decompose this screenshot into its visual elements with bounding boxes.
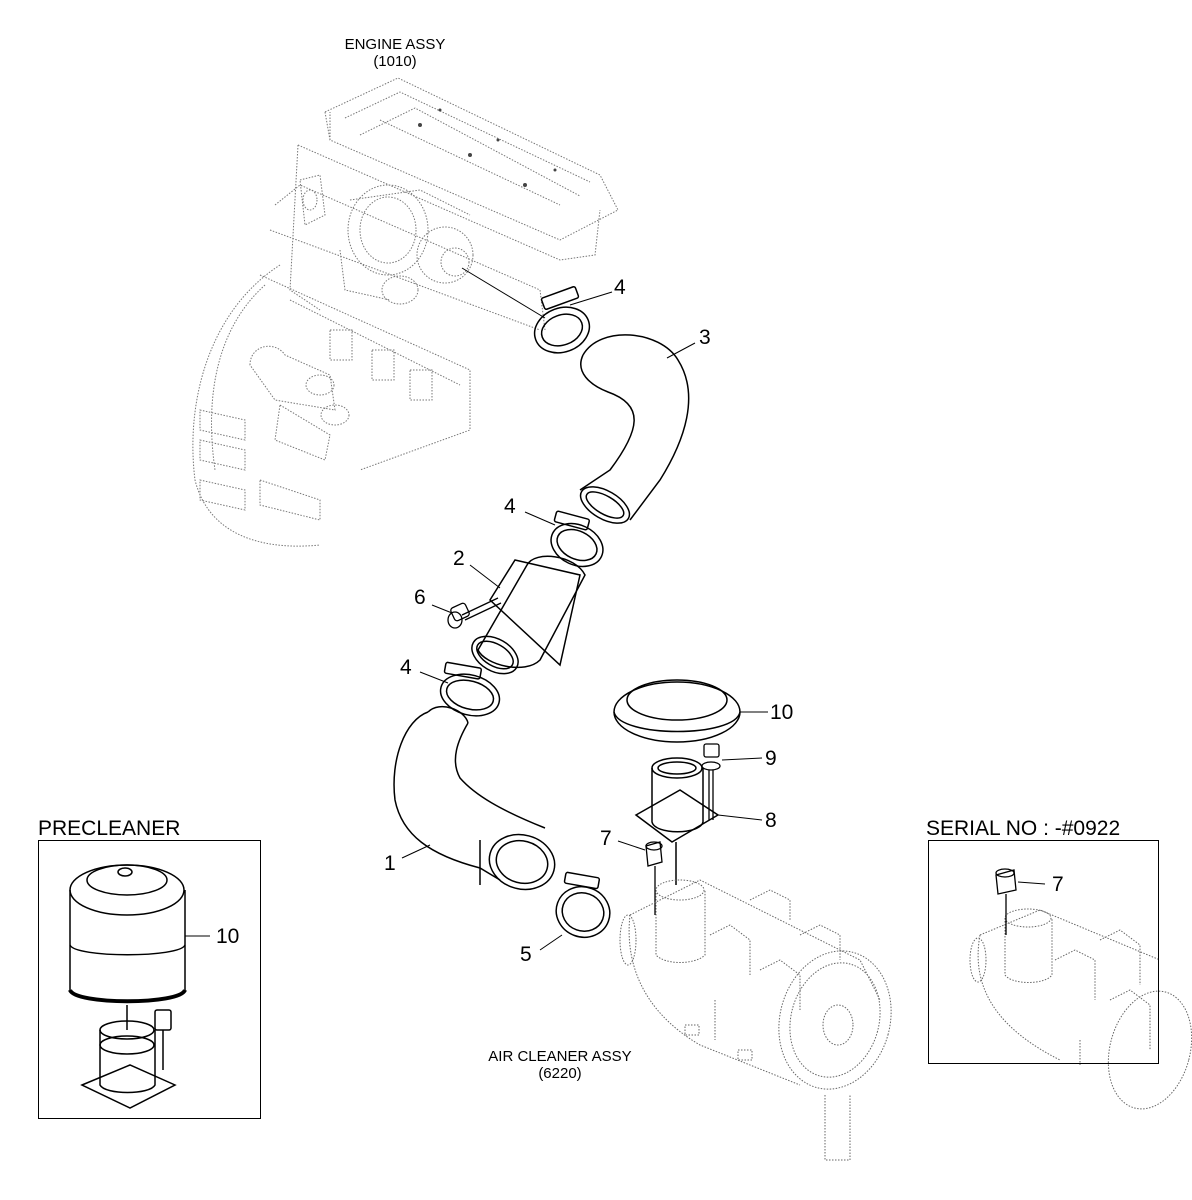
serial-no-title: SERIAL NO : -#0922: [926, 817, 1121, 840]
callout-10: 10: [770, 701, 794, 724]
indicator-7: [645, 841, 663, 915]
air-cleaner-assy-name: AIR CLEANER ASSY: [488, 1048, 632, 1065]
callout-6: 6: [414, 586, 426, 609]
callout-5: 5: [520, 943, 532, 966]
lower-hose-1: [393, 706, 556, 891]
callout-4-top: 4: [614, 276, 626, 299]
turbo-leader-line: [461, 267, 546, 319]
callout-leaders: [185, 291, 1046, 951]
serial-callout-7: 7: [1052, 873, 1064, 896]
callout-7: 7: [600, 827, 612, 850]
clamp-5: [555, 871, 611, 938]
serial-indicator-7: [995, 868, 1017, 935]
precleaner-title: PRECLEANER: [38, 817, 181, 840]
callout-9: 9: [765, 747, 777, 770]
engine-bolts: [418, 108, 557, 187]
callout-3: 3: [699, 326, 711, 349]
callout-2: 2: [453, 547, 465, 570]
precleaner-inset-box: [38, 840, 261, 1119]
precleaner-cap-10: [613, 679, 741, 743]
upper-hose-3: [579, 334, 690, 524]
callout-4-middle: 4: [504, 495, 516, 518]
air-cleaner-drawing: [619, 879, 892, 1161]
callout-1: 1: [384, 852, 396, 875]
clamp-4-lower: [439, 661, 501, 717]
serial-drawing: [969, 908, 1192, 1110]
callout-4-lower: 4: [400, 656, 412, 679]
precleaner-drawing: [68, 864, 187, 1109]
precleaner-callout-10: 10: [216, 925, 240, 948]
air-cleaner-assy-code: (6220): [538, 1064, 582, 1082]
clamp-4-middle: [550, 510, 604, 568]
air-cleaner-assy-label: AIR CLEANER ASSY (6220): [460, 1048, 660, 1082]
bolt-6: [447, 597, 502, 629]
engine-drawing: [192, 77, 619, 547]
callout-8: 8: [765, 809, 777, 832]
engine-assy-name: ENGINE ASSY: [344, 36, 446, 53]
bolt-9: [701, 743, 721, 820]
engine-assy-label: ENGINE ASSY (1010): [320, 36, 470, 70]
clamp-4-top: [533, 286, 591, 354]
serial-inset-box: [928, 840, 1159, 1064]
engine-assy-code: (1010): [373, 52, 417, 70]
